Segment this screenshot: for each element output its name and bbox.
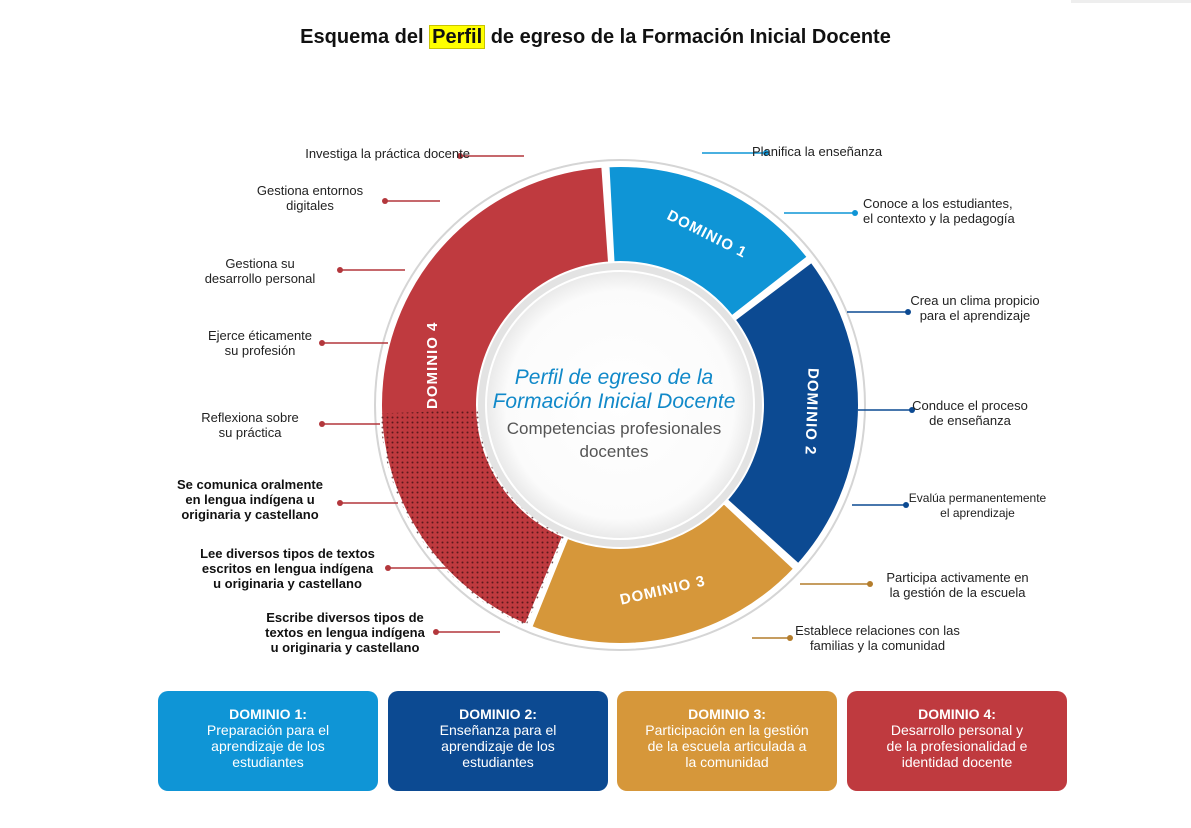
title-highlight: Perfil bbox=[429, 25, 486, 49]
domain-2-box-line: estudiantes bbox=[462, 754, 534, 770]
domain-2-box: DOMINIO 2: Enseñanza para el aprendizaje… bbox=[388, 691, 608, 791]
competency-oral: Se comunica oralmente en lengua indígena… bbox=[177, 477, 323, 522]
left-leader-dot bbox=[337, 267, 343, 273]
left-leader-dot bbox=[457, 153, 463, 159]
page-title: Esquema del Perfil de egreso de la Forma… bbox=[0, 25, 1191, 49]
center-title-line1: Perfil de egreso de la bbox=[515, 366, 713, 389]
domain-4-box: DOMINIO 4: Desarrollo personal y de la p… bbox=[847, 691, 1067, 791]
competency-escribe: Escribe diversos tipos de textos en leng… bbox=[265, 610, 425, 655]
domain-4-box-title: DOMINIO 4: bbox=[918, 706, 996, 722]
domain-3-box-line: de la escuela articulada a bbox=[647, 738, 807, 754]
right-leader-dot bbox=[763, 150, 769, 156]
competency-lee: Lee diversos tipos de textos escritos en… bbox=[200, 546, 375, 591]
right-leader-dot bbox=[867, 581, 873, 587]
domain-1-box-line: estudiantes bbox=[232, 754, 304, 770]
right-leader-dot bbox=[905, 309, 911, 315]
domain-1-box-line: Preparación para el bbox=[206, 722, 330, 738]
competency-relaciones: Establece relaciones con las familias y … bbox=[795, 623, 960, 653]
center-subtitle-line1: Competencias profesionales bbox=[507, 419, 722, 438]
domain-4-box-line: Desarrollo personal y bbox=[890, 722, 1024, 738]
right-leader-dot bbox=[787, 635, 793, 641]
left-leader-dot bbox=[319, 421, 325, 427]
domain-4-box-line: de la profesionalidad e bbox=[886, 738, 1028, 754]
competency-investiga: Investiga la práctica docente bbox=[305, 146, 470, 161]
domain-4-dotted-area bbox=[380, 409, 565, 626]
left-leader-dot bbox=[319, 340, 325, 346]
left-leader-dot bbox=[385, 565, 391, 571]
competency-entornos: Gestiona entornos digitales bbox=[256, 183, 364, 213]
domain-3-box-line: Participación en la gestión bbox=[645, 722, 809, 738]
title-text-start: Esquema del bbox=[300, 26, 430, 48]
competency-eticamente: Ejerce éticamente su profesión bbox=[207, 328, 313, 358]
competency-planifica: Planifica la enseñanza bbox=[752, 144, 883, 159]
domain-2-ring-label: DOMINIO 2 bbox=[801, 368, 821, 456]
center-subtitle-line2: docentes bbox=[580, 442, 649, 461]
competency-participa: Participa activamente en la gestión de l… bbox=[886, 570, 1029, 600]
right-leader-dot bbox=[909, 407, 915, 413]
domain-2-box-line: Enseñanza para el bbox=[439, 722, 557, 738]
domain-4-ring-label: DOMINIO 4 bbox=[424, 322, 441, 409]
domain-3-box-line: la comunidad bbox=[685, 754, 769, 770]
left-leader-dot bbox=[433, 629, 439, 635]
domain-1-box-title: DOMINIO 1: bbox=[229, 706, 307, 722]
domain-3-box: DOMINIO 3: Participación en la gestión d… bbox=[617, 691, 837, 791]
domain-1-box: DOMINIO 1: Preparación para el aprendiza… bbox=[158, 691, 378, 791]
domain-2-box-title: DOMINIO 2: bbox=[459, 706, 537, 722]
competency-clima: Crea un clima propicio para el aprendiza… bbox=[910, 293, 1040, 323]
domain-1-box-line: aprendizaje de los bbox=[211, 738, 325, 754]
domain-4-box-line: identidad docente bbox=[901, 754, 1013, 770]
right-leader-dot bbox=[852, 210, 858, 216]
left-leader-dot bbox=[382, 198, 388, 204]
competency-reflexiona: Reflexiona sobre su práctica bbox=[201, 410, 299, 440]
page-corner-shadow bbox=[1071, 0, 1191, 3]
competency-evalua: Evalúa permanentemente el aprendizaje bbox=[908, 491, 1047, 520]
hub-circle bbox=[485, 270, 755, 540]
right-leader-dot bbox=[903, 502, 909, 508]
left-leader-dot bbox=[337, 500, 343, 506]
center-title-line2: Formación Inicial Docente bbox=[493, 390, 736, 413]
title-text-end: de egreso de la Formación Inicial Docent… bbox=[485, 26, 891, 48]
domain-2-box-line: aprendizaje de los bbox=[441, 738, 555, 754]
competency-desarrollo: Gestiona su desarrollo personal bbox=[204, 256, 316, 286]
competency-conoce: Conoce a los estudiantes, el contexto y … bbox=[863, 196, 1015, 226]
competency-conduce: Conduce el proceso de enseñanza bbox=[912, 398, 1028, 428]
domain-3-box-title: DOMINIO 3: bbox=[688, 706, 766, 722]
